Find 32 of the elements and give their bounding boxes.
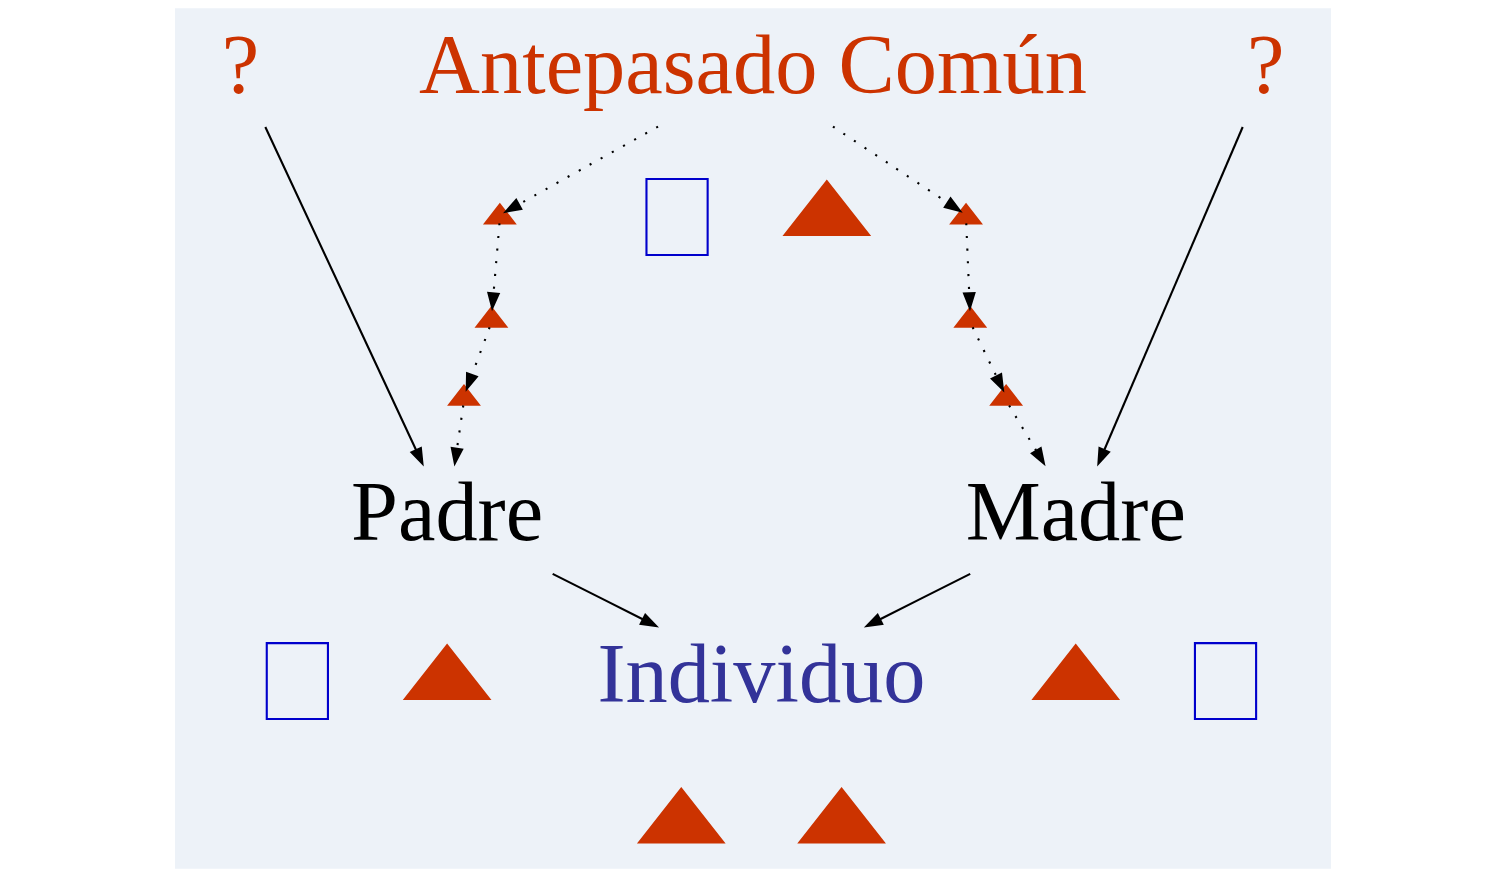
arrow xyxy=(962,223,976,312)
node-triangle xyxy=(797,786,886,844)
node-box xyxy=(645,177,709,257)
node-triangle xyxy=(482,202,517,225)
arrow xyxy=(863,572,971,628)
arrow xyxy=(1008,404,1046,467)
arrow xyxy=(487,223,501,312)
node-text: ? xyxy=(221,17,260,111)
node-triangle xyxy=(989,384,1024,406)
node-box xyxy=(1193,642,1258,721)
arrow xyxy=(450,405,465,467)
arrow xyxy=(264,126,424,467)
arrow xyxy=(503,125,659,214)
node-text: Madre xyxy=(965,464,1186,558)
node-triangle xyxy=(1031,643,1121,701)
node-text: Antepasado Común xyxy=(419,17,1087,111)
arrow xyxy=(465,326,491,392)
arrow xyxy=(552,572,660,628)
node-triangle xyxy=(949,202,983,225)
node-triangle xyxy=(447,384,481,406)
arrow xyxy=(971,326,1005,393)
arrow xyxy=(832,125,963,213)
node-text: Padre xyxy=(351,464,544,558)
node-text: Individuo xyxy=(597,627,926,721)
node-text: ? xyxy=(1246,17,1285,111)
arrow xyxy=(1097,126,1244,467)
node-box xyxy=(265,642,329,721)
node-triangle xyxy=(474,306,509,328)
node-triangle xyxy=(953,306,988,328)
node-triangle xyxy=(402,643,492,701)
node-triangle xyxy=(782,179,872,236)
node-triangle xyxy=(636,786,726,844)
